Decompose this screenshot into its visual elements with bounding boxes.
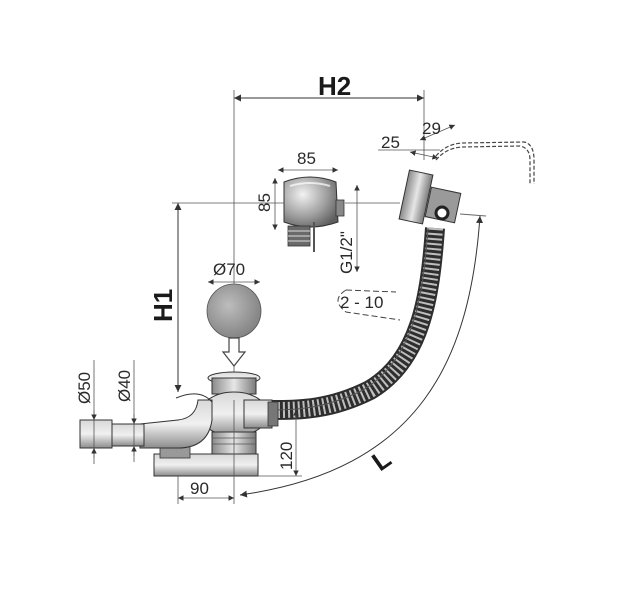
h2-dimension: H2 <box>233 71 425 400</box>
dim-g12: G1/2" <box>337 231 356 274</box>
dim-25: 25 <box>381 133 400 152</box>
spout-dimensions: 29 25 <box>378 119 456 160</box>
l-label: L <box>366 443 396 477</box>
dim-90-group: 90 <box>177 400 235 504</box>
dim-40: Ø40 <box>115 370 134 402</box>
dim-range: 2 - 10 <box>340 293 383 312</box>
dim-120: 120 <box>277 442 296 470</box>
l-dimension: L <box>239 215 484 498</box>
h1-dimension: H1 <box>148 203 182 392</box>
dim-29: 29 <box>422 119 441 138</box>
h1-label: H1 <box>148 289 178 322</box>
plug-cap: Ø70 <box>206 260 262 367</box>
outlet-dimensions: Ø50 Ø40 <box>75 360 137 464</box>
dim-50: Ø50 <box>75 372 94 404</box>
dim-85-width: 85 <box>297 149 316 168</box>
range-2-10: 2 - 10 <box>337 289 401 321</box>
dim-90: 90 <box>190 479 209 498</box>
dim-85-height: 85 <box>255 193 274 212</box>
filler-knob: 85 85 G1/2" <box>172 149 400 274</box>
waste-trap <box>79 371 279 477</box>
dim-120-group: 120 <box>258 410 302 477</box>
h2-label: H2 <box>318 71 351 101</box>
dim-70: Ø70 <box>213 260 245 279</box>
